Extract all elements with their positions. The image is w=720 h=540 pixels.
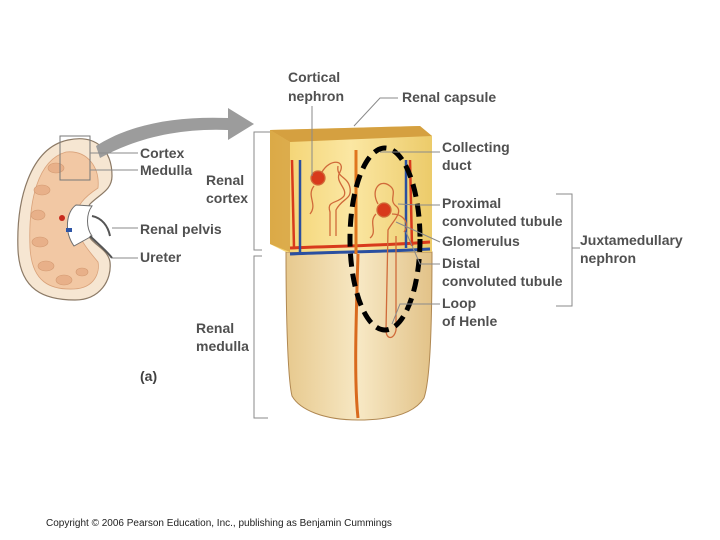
magnify-arrow xyxy=(96,108,254,158)
label-medulla: Medulla xyxy=(140,162,192,178)
copyright-notice: Copyright © 2006 Pearson Education, Inc.… xyxy=(46,518,392,529)
label-distal-2: convoluted tubule xyxy=(442,273,563,289)
label-renal-medulla-1: Renal xyxy=(196,320,234,336)
label-ureter: Ureter xyxy=(140,249,182,265)
label-distal-1: Distal xyxy=(442,255,480,271)
label-collecting-duct-2: duct xyxy=(442,157,472,173)
juxtamedullary-highlight xyxy=(347,145,423,333)
labels: Cortical nephron Renal capsule Cortex Me… xyxy=(140,69,683,384)
label-cortex: Cortex xyxy=(140,145,185,161)
label-cortical-nephron-1: Cortical xyxy=(288,69,340,85)
label-proximal-2: convoluted tubule xyxy=(442,213,563,229)
label-juxtamedullary-1: Juxtamedullary xyxy=(580,232,683,248)
label-juxtamedullary-2: nephron xyxy=(580,250,636,266)
label-glomerulus: Glomerulus xyxy=(442,233,520,249)
label-renal-pelvis: Renal pelvis xyxy=(140,221,222,237)
leader-lines xyxy=(90,97,580,325)
label-cortical-nephron-2: nephron xyxy=(288,88,344,104)
label-loop-2: of Henle xyxy=(442,313,497,329)
renal-tissue-block xyxy=(270,126,433,421)
label-loop-1: Loop xyxy=(442,295,476,311)
label-proximal-1: Proximal xyxy=(442,195,501,211)
panel-label: (a) xyxy=(140,368,157,384)
label-renal-cortex-2: cortex xyxy=(206,190,248,206)
kidney-cross-section xyxy=(17,135,113,301)
label-renal-medulla-2: medulla xyxy=(196,338,249,354)
label-collecting-duct-1: Collecting xyxy=(442,139,510,155)
label-renal-capsule: Renal capsule xyxy=(402,89,496,105)
label-renal-cortex-1: Renal xyxy=(206,172,244,188)
renal-region-brackets xyxy=(253,131,270,419)
